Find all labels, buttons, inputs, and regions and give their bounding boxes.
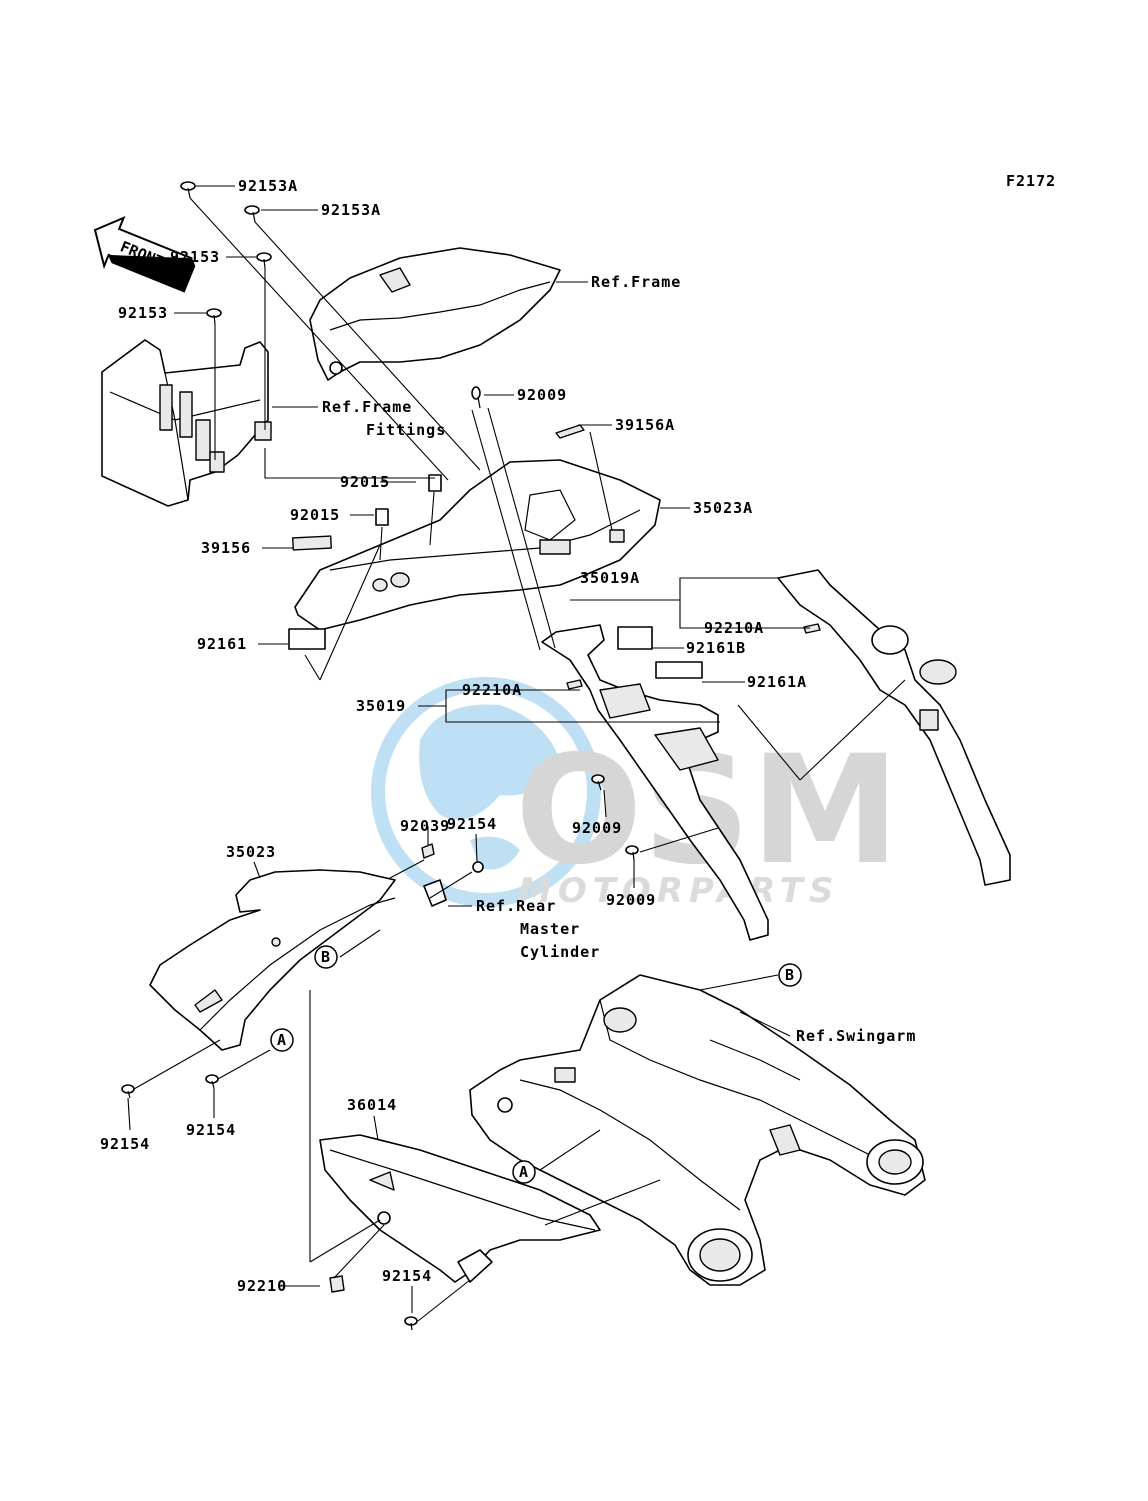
- label-35019: 35019: [356, 697, 406, 715]
- screw-92154-2: [121, 1084, 135, 1099]
- marker-B-2: B: [778, 963, 802, 987]
- frame-fittings-part: [101, 339, 272, 507]
- screw-92154-3: [205, 1074, 219, 1089]
- label-92161B: 92161B: [686, 639, 746, 657]
- label-ref-frame-fittings-2: Fittings: [366, 421, 446, 439]
- pad-92161B: [617, 626, 653, 650]
- label-ref-rear-3: Cylinder: [520, 943, 600, 961]
- bracket-35019-part: [541, 624, 769, 941]
- label-92154-2: 92154: [100, 1135, 150, 1153]
- marker-A-2: A: [512, 1160, 536, 1184]
- svg-text:A: A: [277, 1031, 287, 1049]
- rear-frame-part: [309, 247, 561, 381]
- svg-text:B: B: [321, 948, 331, 966]
- screw-92009-3: [625, 845, 639, 861]
- label-92210: 92210: [237, 1277, 287, 1295]
- label-92210A-2: 92210A: [462, 681, 522, 699]
- label-ref-swingarm: Ref.Swingarm: [796, 1027, 916, 1045]
- clip-92210A-1: [803, 623, 821, 634]
- pad-92161: [288, 628, 326, 650]
- label-ref-rear-2: Master: [520, 920, 580, 938]
- part-labels: 92153A 92153A Ref.Frame 92153 92153 Ref.…: [100, 177, 916, 1295]
- svg-text:A: A: [519, 1163, 529, 1181]
- screw-92153-1: [256, 252, 272, 269]
- screw-92153A-1: [180, 181, 196, 199]
- label-35019A: 35019A: [580, 569, 640, 587]
- pad-39156: [292, 535, 332, 551]
- label-92153A-1: 92153A: [238, 177, 298, 195]
- label-92154-3: 92154: [186, 1121, 236, 1139]
- label-92015-1: 92015: [340, 473, 390, 491]
- pad-39156A: [555, 424, 585, 439]
- screw-92009-1: [471, 386, 481, 409]
- watermark-globe-land: [419, 704, 560, 820]
- collar-92015-a: [375, 508, 389, 526]
- watermark-sub: MOTORPARTS: [518, 871, 839, 911]
- swingarm-part: [469, 974, 926, 1286]
- watermark-globe-ring: [371, 677, 601, 907]
- label-92154-1: 92154: [447, 815, 497, 833]
- label-39156: 39156: [201, 539, 251, 557]
- ref-markers: B B A A: [270, 945, 802, 1184]
- label-92015-2: 92015: [290, 506, 340, 524]
- label-39156A: 39156A: [615, 416, 675, 434]
- seat-cowl-35023A-part: [294, 459, 661, 631]
- diagram-code: F2172: [1006, 172, 1056, 190]
- label-92161A: 92161A: [747, 673, 807, 691]
- nut-92039: [421, 843, 435, 859]
- label-92161: 92161: [197, 635, 247, 653]
- label-35023A: 35023A: [693, 499, 753, 517]
- label-ref-rear-1: Ref.Rear: [476, 897, 556, 915]
- screw-92154-4: [404, 1316, 418, 1331]
- svg-text:B: B: [785, 966, 795, 984]
- label-92009-3: 92009: [606, 891, 656, 909]
- label-92153-1: 92153: [170, 248, 220, 266]
- marker-A-1: A: [270, 1028, 294, 1052]
- bracket-35019A-part: [777, 569, 1011, 886]
- label-92153-2: 92153: [118, 304, 168, 322]
- nut-92210: [329, 1275, 345, 1293]
- label-92009-2: 92009: [572, 819, 622, 837]
- small-parts: [288, 424, 703, 679]
- label-92154-4: 92154: [382, 1267, 432, 1285]
- label-92153A-2: 92153A: [321, 201, 381, 219]
- chain-case-36014-part: [319, 1134, 601, 1283]
- front-arrow-icon: FRONT: [93, 215, 196, 293]
- label-ref-frame: Ref.Frame: [591, 273, 681, 291]
- leader-lines: [127, 185, 906, 1322]
- label-92210A-1: 92210A: [704, 619, 764, 637]
- chain-guard-35023-part: [149, 869, 396, 1051]
- collar-92015-b: [428, 474, 442, 492]
- screw-92153-2: [206, 308, 222, 325]
- label-36014: 36014: [347, 1096, 397, 1114]
- screw-92009-2: [591, 774, 605, 791]
- marker-B-1: B: [314, 945, 338, 969]
- clip-92210A-2: [566, 679, 583, 690]
- label-92009-1: 92009: [517, 386, 567, 404]
- clip-rear-master: [423, 879, 447, 907]
- label-ref-frame-fittings-1: Ref.Frame: [322, 398, 412, 416]
- screw-92153A-2: [244, 205, 260, 223]
- screw-92154-1: [472, 861, 484, 873]
- pad-92161A: [655, 661, 703, 679]
- label-92039: 92039: [400, 817, 450, 835]
- label-35023: 35023: [226, 843, 276, 861]
